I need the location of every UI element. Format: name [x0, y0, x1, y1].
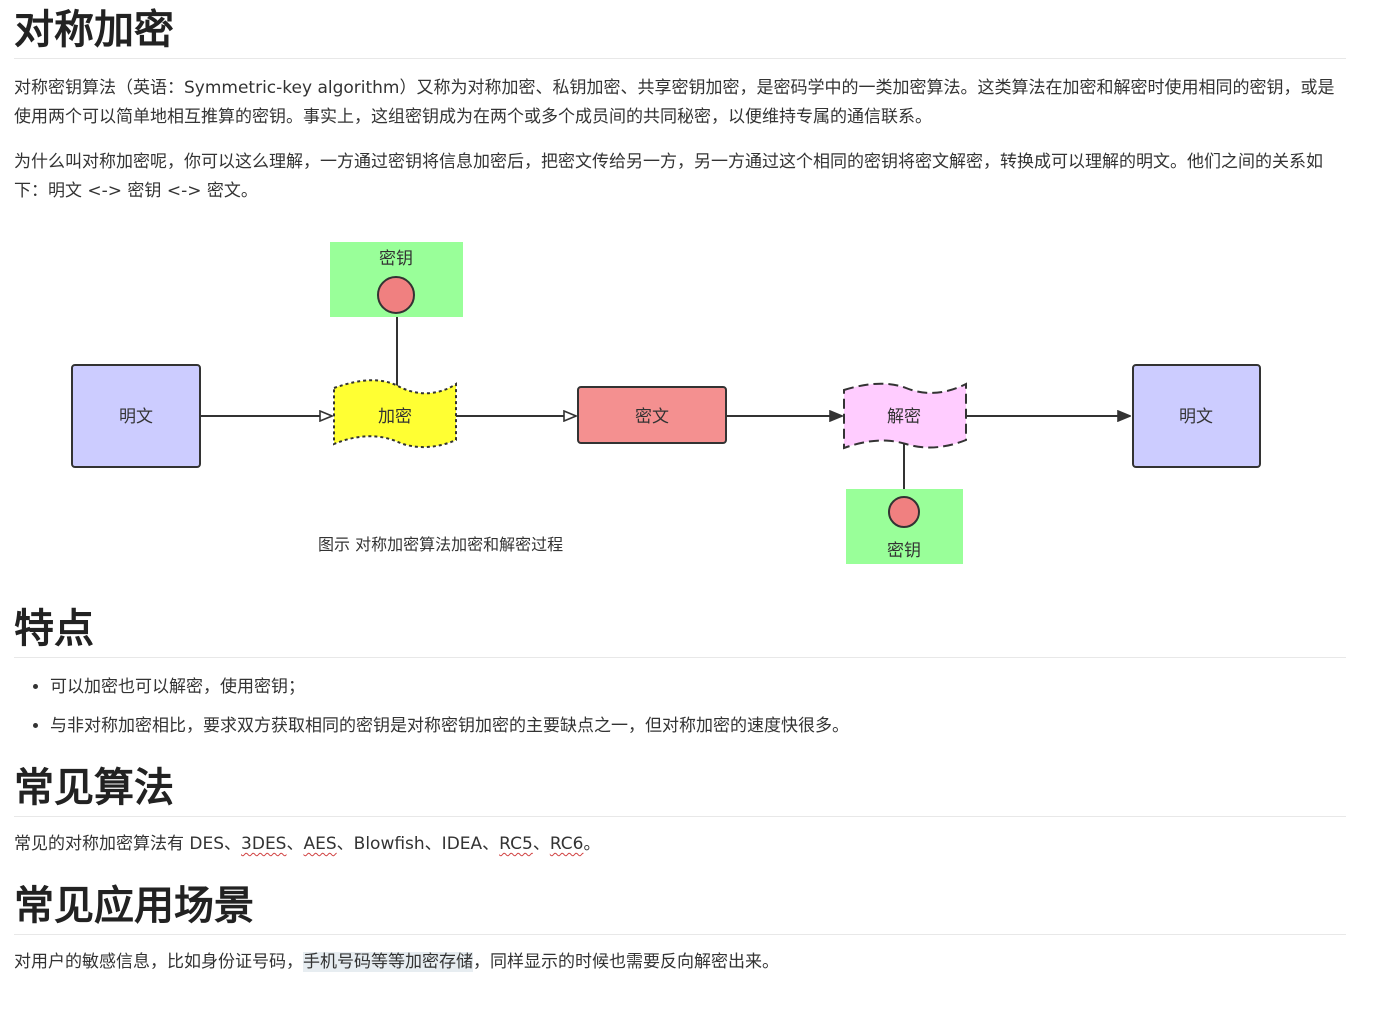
decrypt-shape	[843, 382, 967, 450]
key-top-circle	[377, 276, 415, 314]
algorithms-separator: 、	[286, 834, 304, 854]
key-bottom-circle	[888, 496, 920, 528]
intro-paragraph-2: 为什么叫对称加密呢，你可以这么理解，一方通过密钥将信息加密后，把密文传给另一方，…	[14, 152, 1323, 201]
key-top-label: 密钥	[379, 249, 413, 269]
ciphertext-box	[577, 386, 727, 444]
algorithm-rc6: RC6	[549, 834, 584, 854]
key-bottom-label: 密钥	[887, 541, 921, 561]
algorithm-rc5: RC5	[499, 834, 533, 854]
plaintext-left-box	[71, 364, 201, 468]
encryption-flow-diagram: 明文 密钥 加密 密文 解密 密钥 明文 图示 对称加密算法加密和解密过程	[71, 242, 1261, 564]
algorithm-3des: 3DES	[241, 834, 287, 854]
heading-use-cases: 常见应用场景	[14, 880, 1346, 935]
use-cases-suffix: ，同样显示的时候也需要反向解密出来。	[473, 952, 779, 972]
ciphertext-label: 密文	[635, 407, 669, 427]
intro-paragraph-1: 对称密钥算法（英语：Symmetric-key algorithm）又称为对称加…	[14, 78, 1335, 127]
use-cases-paragraph: 对用户的敏感信息，比如身份证号码，手机号码等等加密存储，同样显示的时候也需要反向…	[14, 948, 1346, 977]
use-cases-prefix: 对用户的敏感信息，比如身份证号码，	[14, 952, 303, 972]
diagram-caption: 图示 对称加密算法加密和解密过程	[318, 535, 563, 554]
plaintext-right-box	[1132, 364, 1261, 468]
use-cases-highlight: 手机号码等等加密存储	[303, 952, 473, 972]
encrypt-label: 加密	[378, 407, 412, 427]
algorithms-paragraph: 常见的对称加密算法有 DES、3DES、AES、Blowfish、IDEA、RC…	[14, 830, 1346, 859]
list-item: 与非对称加密相比，要求双方获取相同的密钥是对称密钥加密的主要缺点之一，但对称加密…	[50, 707, 1382, 746]
heading-common-algorithms: 常见算法	[14, 762, 1346, 817]
encrypt-shape	[333, 379, 457, 448]
features-list: 可以加密也可以解密，使用密钥； 与非对称加密相比，要求双方获取相同的密钥是对称密…	[14, 668, 1382, 746]
plaintext-left-label: 明文	[119, 407, 153, 427]
algorithms-middle: 、Blowfish、IDEA、	[336, 834, 500, 854]
algorithms-separator: 、	[532, 834, 550, 854]
algorithm-aes: AES	[303, 834, 337, 854]
algorithms-prefix: 常见的对称加密算法有 DES、	[14, 834, 242, 854]
plaintext-right-label: 明文	[1179, 407, 1213, 427]
decrypt-label: 解密	[887, 407, 921, 427]
list-item: 可以加密也可以解密，使用密钥；	[50, 668, 1382, 707]
heading-symmetric-encryption: 对称加密	[14, 4, 1346, 59]
heading-features: 特点	[14, 603, 1346, 658]
algorithms-suffix: 。	[583, 834, 601, 854]
